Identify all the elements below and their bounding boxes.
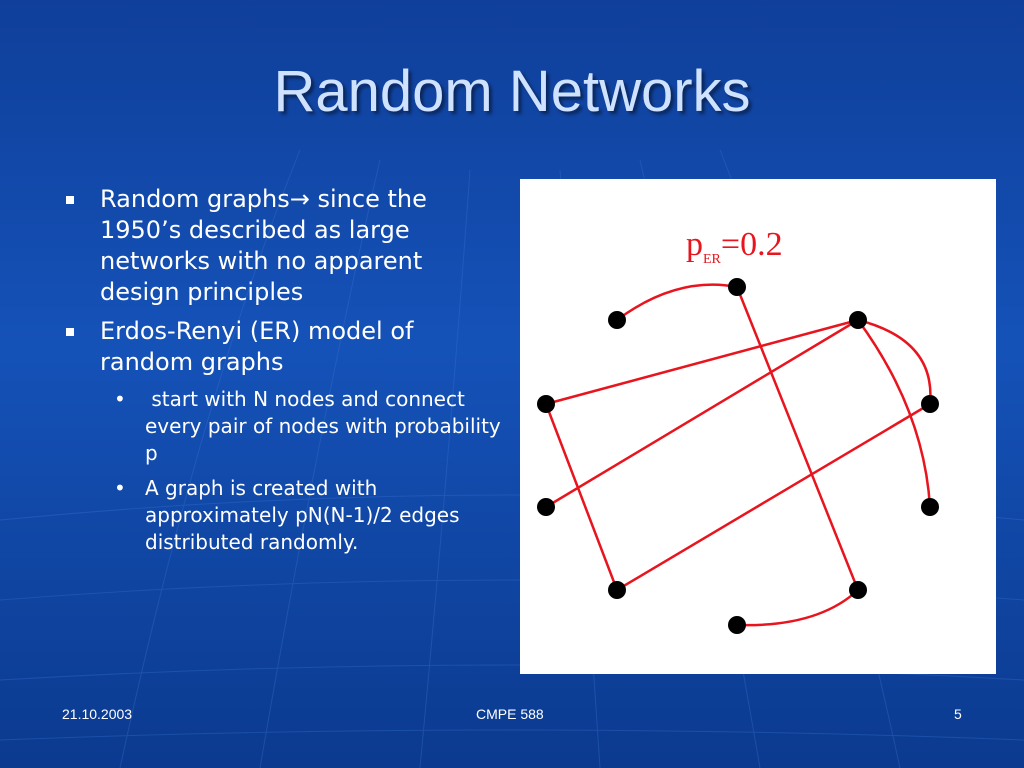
graph-node (728, 616, 746, 634)
graph-label-value: =0.2 (721, 226, 783, 263)
graph-edge (735, 286, 860, 591)
graph-node (921, 498, 939, 516)
graph-edge (545, 318, 859, 509)
graph-node (537, 498, 555, 516)
bullet-text: Random graphs (100, 185, 290, 213)
graph-label: pER=0.2 (686, 226, 783, 267)
graph-edge (616, 283, 738, 322)
arrow-icon: → (289, 185, 310, 213)
bullet-item: Erdos-Renyi (ER) model of random graphs (62, 316, 502, 378)
graph-nodes (537, 278, 939, 634)
bullet-text-continued: since the 1950’s described as large netw… (100, 185, 427, 306)
footer-page-number: 5 (954, 706, 962, 722)
sub-bullet-text: A graph is created with approximately pN… (145, 476, 460, 554)
graph-node (608, 581, 626, 599)
random-graph-figure: pER=0.2 (520, 179, 996, 674)
graph-svg: pER=0.2 (537, 226, 939, 634)
sub-bullet-item: • start with N nodes and connect every p… (62, 386, 502, 467)
dot-bullet-icon: • (114, 387, 126, 411)
sub-bullet-item: • A graph is created with approximately … (62, 475, 502, 556)
graph-label-subscript: ER (703, 252, 722, 267)
bullet-text: Erdos-Renyi (ER) model of random graphs (100, 317, 414, 376)
graph-node (849, 311, 867, 329)
square-bullet-icon (66, 196, 74, 204)
footer-date: 21.10.2003 (62, 706, 133, 722)
slide-title: Random Networks (273, 59, 751, 124)
graph-edge (857, 318, 932, 405)
sub-bullet-text: start with N nodes and connect every pai… (145, 387, 508, 465)
bullet-item: Random graphs→ since the 1950’s describe… (62, 184, 502, 308)
dot-bullet-icon: • (114, 476, 126, 500)
graph-edges (544, 283, 932, 627)
square-bullet-icon (66, 328, 74, 336)
footer-course: CMPE 588 (476, 706, 544, 722)
graph-edge (544, 403, 619, 591)
graph-node (921, 395, 939, 413)
graph-label-main: p (686, 226, 703, 263)
graph-edge (545, 318, 859, 406)
graph-node (849, 581, 867, 599)
graph-node (608, 311, 626, 329)
graph-edge (856, 319, 932, 508)
graph-node (537, 395, 555, 413)
graph-edge (616, 402, 931, 592)
graph-edge (736, 589, 859, 627)
graph-node (728, 278, 746, 296)
bullet-list: Random graphs→ since the 1950’s describe… (62, 184, 502, 564)
